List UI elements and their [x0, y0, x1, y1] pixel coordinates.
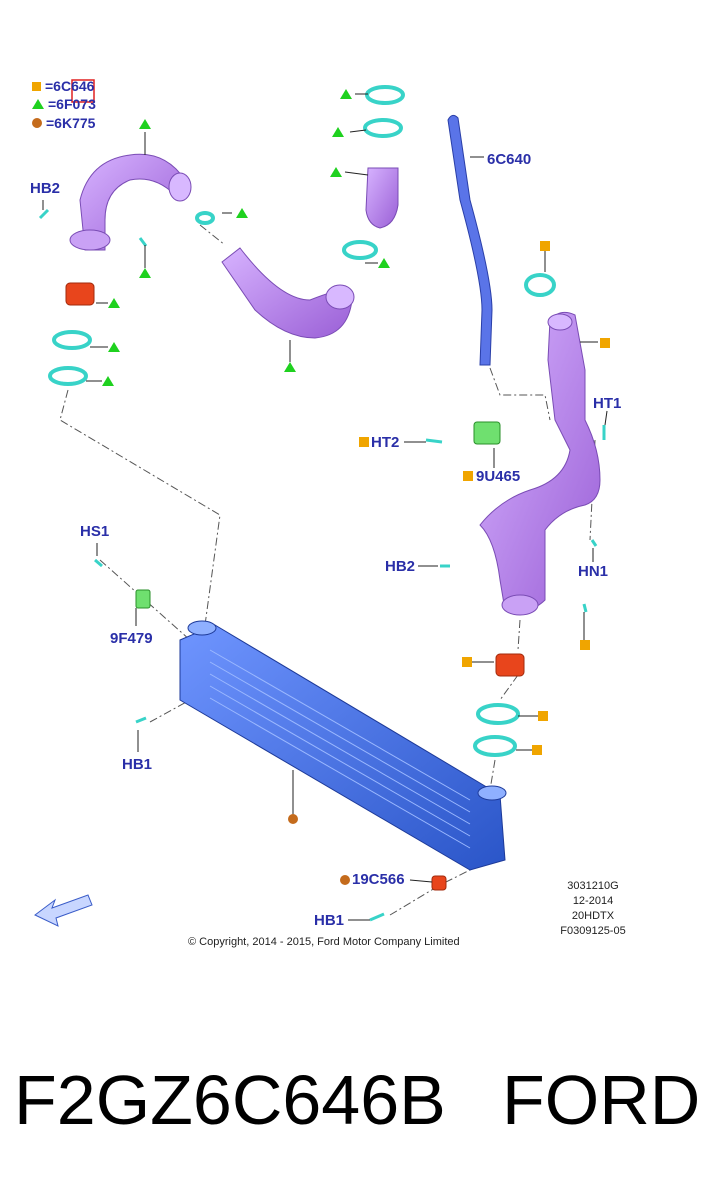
- seals: [65, 282, 525, 891]
- meta-line: 3031210G: [567, 880, 619, 892]
- upper-left-hose: [69, 153, 192, 251]
- sensors: [135, 421, 501, 609]
- circle-symbol-icon: [32, 118, 42, 128]
- triangle-symbol-icon: [32, 99, 44, 109]
- label-9u465: 9U465: [476, 468, 521, 485]
- label-hb2-left: HB2: [30, 180, 61, 197]
- label-6c640: 6C640: [487, 151, 532, 168]
- legend-text: =6C646: [45, 78, 95, 94]
- square-symbol-icon: [32, 81, 41, 91]
- intercooler: [179, 620, 507, 871]
- label-ht2: HT2: [371, 434, 400, 451]
- callout-lines: [42, 93, 608, 921]
- caption: F2GZ6C646B FORD: [0, 1060, 708, 1160]
- copyright-text: © Copyright, 2014 - 2015, Ford Motor Com…: [188, 936, 460, 948]
- label-hb1-left: HB1: [122, 756, 153, 773]
- label-hn1: HN1: [578, 563, 609, 580]
- tube-6c640: [447, 114, 493, 366]
- meta-line: F0309125-05: [560, 925, 626, 937]
- legend-text: =6F073: [48, 96, 96, 112]
- brand-name: FORD: [502, 1061, 701, 1139]
- meta-line: 20HDTX: [571, 910, 615, 922]
- diagram-drawing: [34, 79, 610, 927]
- label-hs1: HS1: [80, 523, 110, 540]
- part-number: F2GZ6C646B: [14, 1061, 446, 1139]
- legend-item-6c646: =6C646: [32, 77, 94, 95]
- label-hb1-bottom: HB1: [314, 912, 345, 929]
- legend-item-6k775: =6K775: [32, 114, 95, 132]
- label-ht1: HT1: [593, 395, 622, 412]
- square-markers: [359, 241, 610, 755]
- highlight-box: [71, 79, 95, 103]
- middle-hose: [221, 247, 355, 339]
- triangle-markers: [102, 89, 390, 386]
- bolts: [38, 208, 606, 922]
- label-19c566: 19C566: [352, 871, 405, 888]
- diagram-meta: 3031210G 12-2014 20HDTX F0309125-05: [548, 879, 638, 939]
- circle-markers: [288, 814, 350, 885]
- clamps: [48, 85, 556, 757]
- small-coupler: [365, 167, 399, 229]
- legend-text: =6K775: [46, 115, 96, 131]
- parts-diagram: =6C646 =6F073 =6K775 HB2 6C640 HT1 HT2 9…: [30, 77, 638, 948]
- label-9f479: 9F479: [110, 630, 153, 647]
- label-hb2-right: HB2: [385, 558, 416, 575]
- legend-item-6f073: =6F073: [32, 95, 96, 113]
- right-hose-assembly: [479, 311, 601, 616]
- meta-line: 12-2014: [572, 895, 614, 907]
- direction-arrow-icon: [34, 894, 93, 927]
